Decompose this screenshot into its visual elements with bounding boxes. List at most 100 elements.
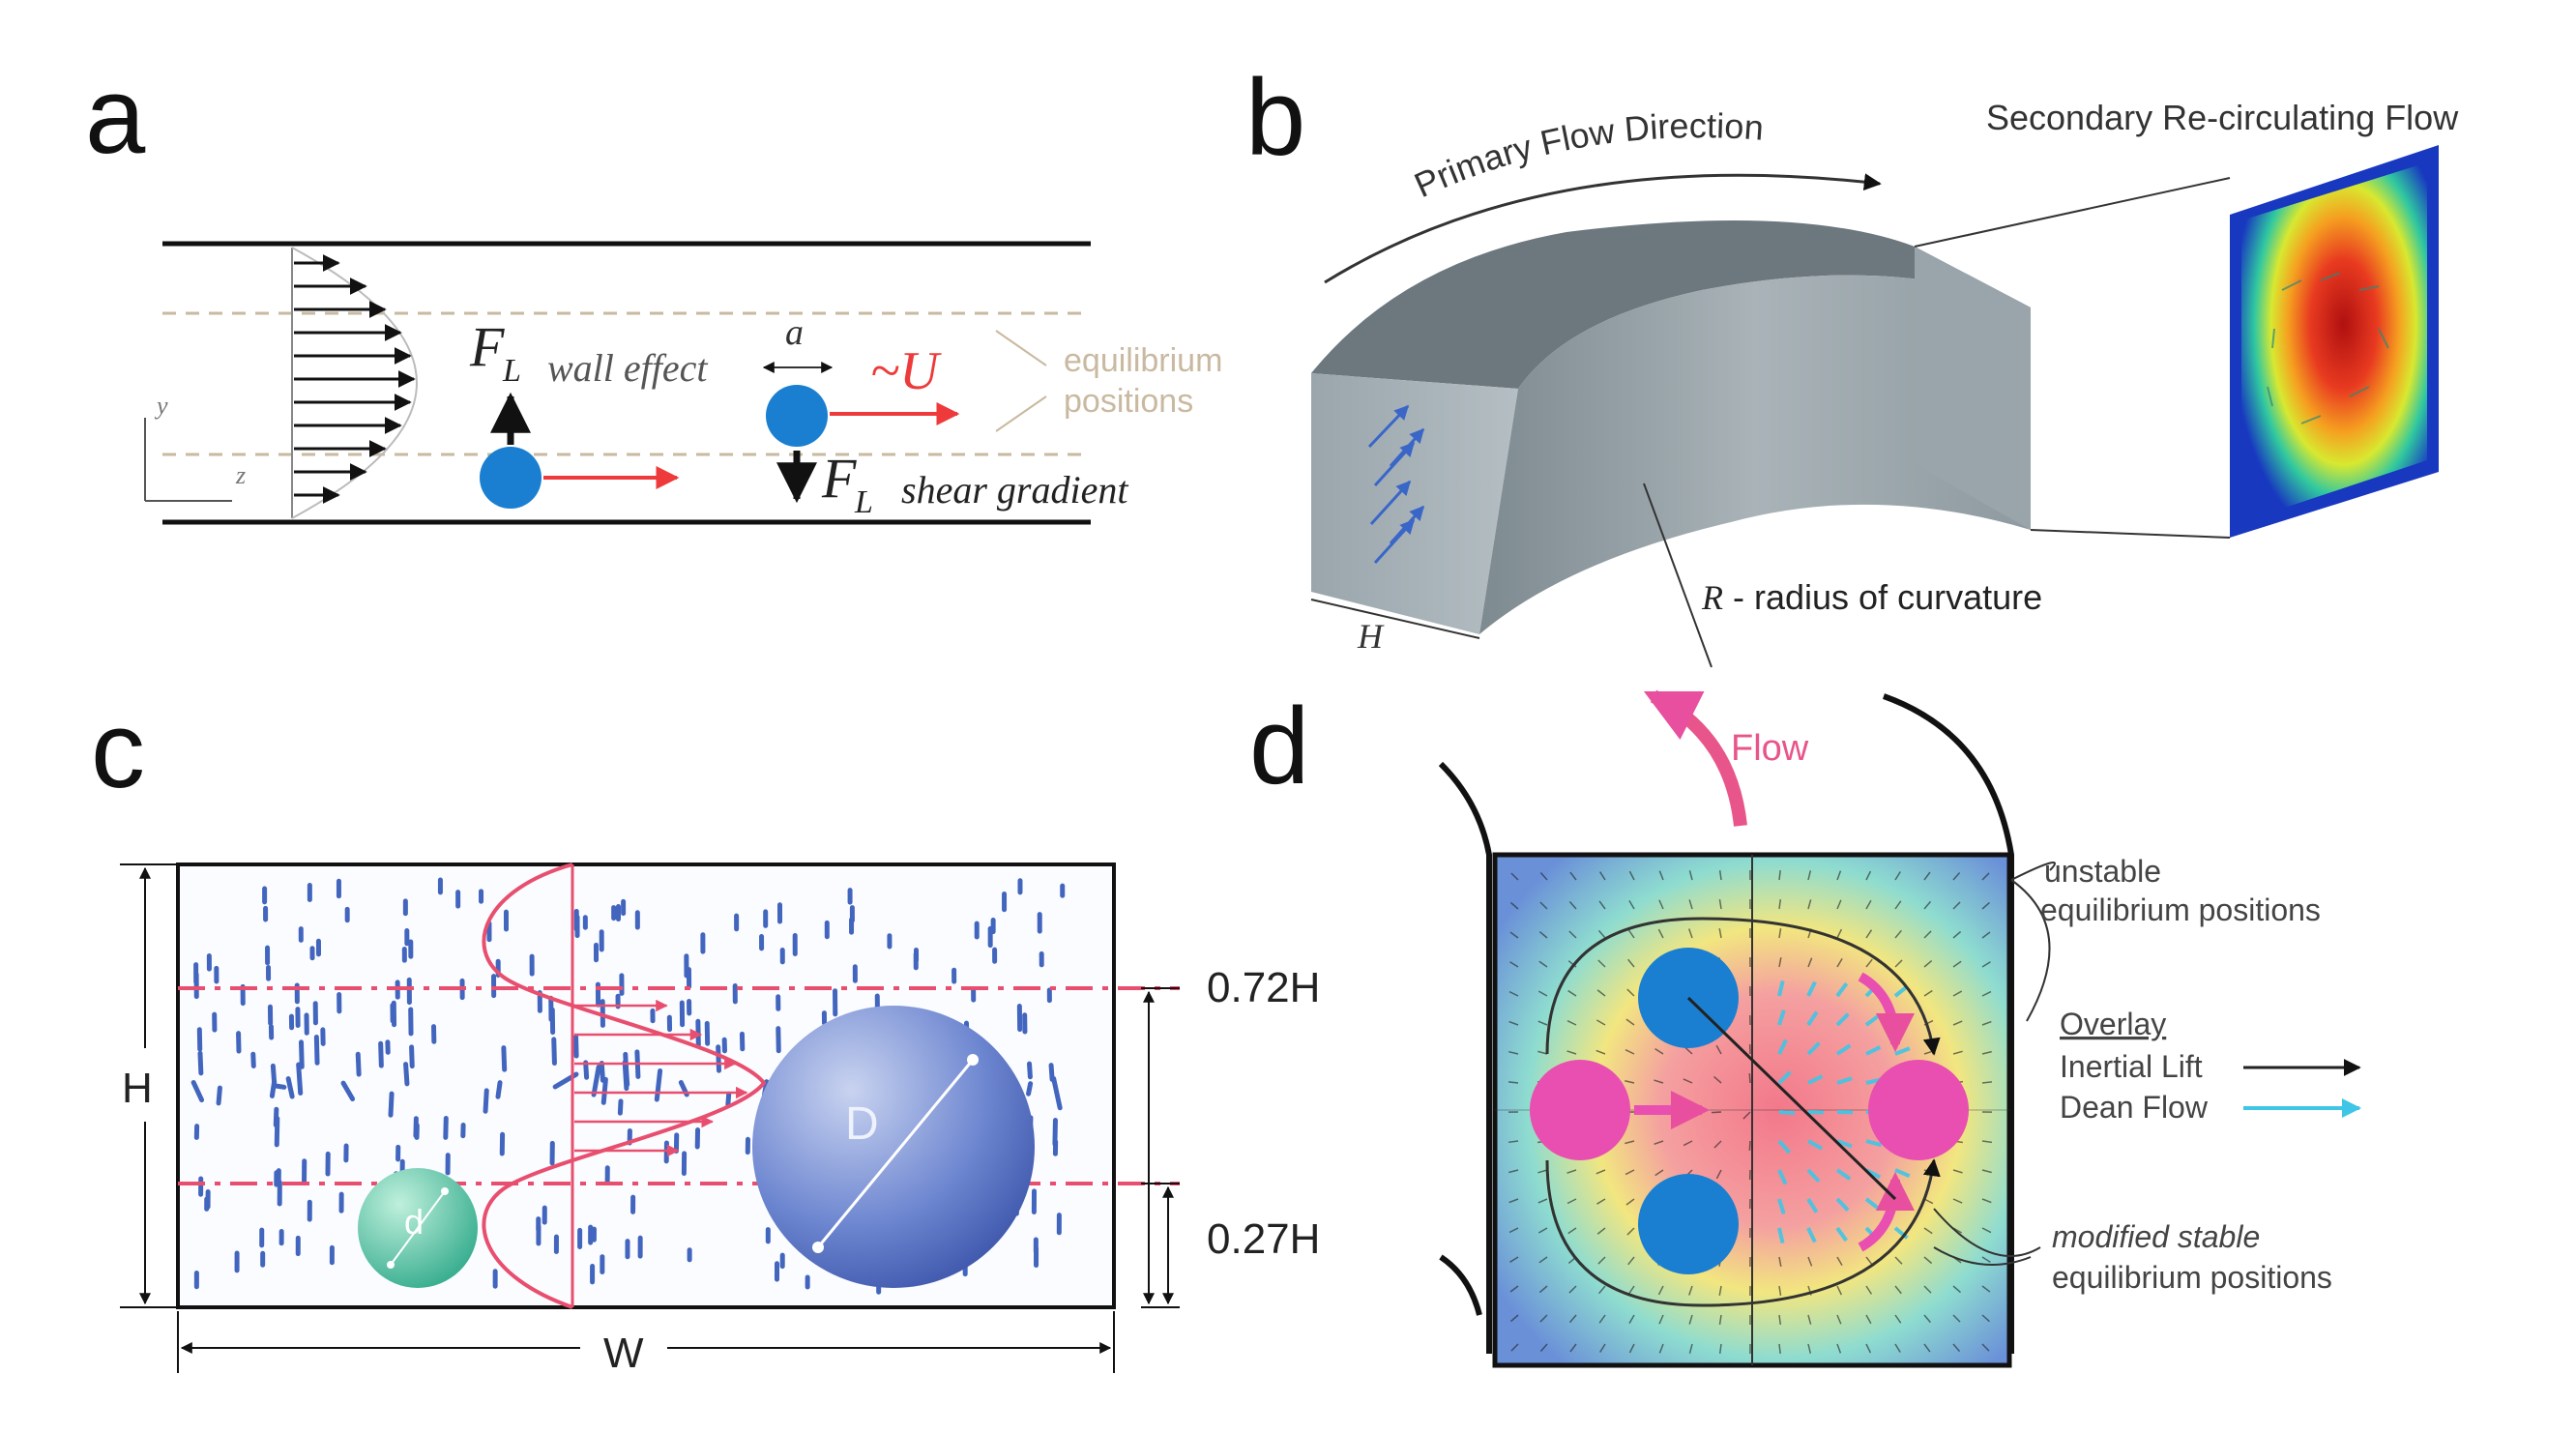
- dean-vector: [1981, 872, 1990, 881]
- overlay-title: Overlay: [2060, 1007, 2166, 1041]
- particle-1: [480, 447, 542, 509]
- dean-vector: [1952, 1020, 1963, 1026]
- dean-vector: [1923, 1198, 1934, 1205]
- equilibrium-label: equilibrium positions: [995, 330, 1222, 432]
- flow-vector: [403, 1062, 410, 1087]
- dean-vector: [1683, 1140, 1693, 1147]
- dean-vector: [1566, 1019, 1577, 1026]
- dean-vector: [1923, 900, 1932, 910]
- dean-vector: [1981, 1198, 1992, 1204]
- dean-vector: [1807, 1139, 1823, 1151]
- dean-vector: [1657, 928, 1664, 939]
- dean-vector: [1865, 929, 1873, 939]
- axis-z-label: z: [235, 461, 246, 489]
- dean-vector: [1778, 957, 1782, 968]
- height-indicator: [1310, 599, 1480, 639]
- dean-vector: [1981, 1050, 1992, 1055]
- callout-line-bottom: [2030, 529, 2231, 539]
- dean-vector: [1508, 1081, 1519, 1084]
- dean-vector: [1509, 931, 1519, 939]
- dean-vector: [1806, 1041, 1821, 1056]
- dean-vector: [1836, 958, 1843, 968]
- dean-vector: [1510, 1343, 1519, 1352]
- dean-vector: [1923, 1343, 1931, 1353]
- flow-vector: [388, 1091, 395, 1118]
- dean-vector: [1626, 988, 1635, 997]
- dean-vector: [1981, 1081, 1993, 1084]
- dean-vector: [1778, 928, 1782, 939]
- dean-vector: [1894, 1343, 1901, 1353]
- dean-vector: [1539, 901, 1548, 910]
- dean-vector: [1748, 1140, 1751, 1152]
- dean-vector: [1952, 871, 1961, 881]
- dean-vector: [1806, 1197, 1819, 1214]
- flow-vector: [573, 1034, 579, 1059]
- dean-vector: [1688, 899, 1693, 910]
- height-H-label: H: [122, 1065, 153, 1112]
- dean-vector: [1566, 1050, 1577, 1055]
- dean-vector: [1508, 1169, 1519, 1174]
- dean-vector: [1538, 1256, 1548, 1264]
- dean-vector: [1836, 870, 1842, 881]
- dean-vector: [1865, 1139, 1882, 1148]
- dean-vector: [1537, 990, 1548, 997]
- channel-inner-wall: [1479, 275, 2031, 634]
- dean-vector: [1894, 1314, 1902, 1324]
- width-W-label: W: [603, 1330, 644, 1377]
- dean-vector: [1627, 1256, 1635, 1266]
- lift-profile: [482, 863, 767, 1309]
- particle-size-label: a: [785, 312, 804, 353]
- dean-vector: [1508, 1020, 1519, 1026]
- dean-vector: [1981, 1314, 1990, 1323]
- dean-vector: [1537, 1198, 1548, 1204]
- dean-vector: [1715, 1169, 1722, 1180]
- dean-vector: [1865, 1314, 1872, 1325]
- equilibrium-line1: equilibrium: [1064, 342, 1222, 379]
- dean-vector: [1952, 1343, 1961, 1353]
- dean-vector: [1836, 1314, 1842, 1325]
- dean-vector: [1626, 1227, 1635, 1236]
- dean-vector: [1807, 1256, 1813, 1267]
- dean-vector: [1569, 871, 1577, 881]
- dean-vector: [1595, 1169, 1606, 1175]
- dean-vector: [1508, 1140, 1519, 1144]
- dean-vector: [1568, 930, 1577, 939]
- dean-vector: [1688, 1285, 1693, 1296]
- dean-vector: [1628, 870, 1635, 881]
- flow-vector: [551, 1037, 557, 1066]
- dean-vector: [1807, 870, 1812, 881]
- dean-vector: [1625, 1169, 1635, 1176]
- flow-vector: [725, 1091, 732, 1107]
- small-particle: d: [358, 1168, 478, 1288]
- ratio-lower-label: 0.27H: [1207, 1215, 1320, 1263]
- dean-vector: [1718, 1314, 1722, 1325]
- dean-flow-label: Dean Flow: [2060, 1090, 2209, 1125]
- particle-D-label: D: [845, 1098, 879, 1150]
- dean-vector: [1894, 871, 1901, 881]
- flow-vector: [1026, 1081, 1034, 1097]
- panel-b: b Primary Flow Direction: [1245, 57, 2459, 668]
- flow-vector: [1027, 1061, 1033, 1080]
- dean-vector: [1509, 1314, 1519, 1323]
- dean-vector: [1539, 1314, 1548, 1323]
- dean-vector: [1539, 1343, 1548, 1353]
- dean-vector: [1658, 899, 1664, 910]
- recirculation-upper: [1545, 917, 1941, 1056]
- dean-vector: [1865, 958, 1873, 968]
- particle-d-label: d: [404, 1202, 424, 1242]
- flow-vector: [1051, 1075, 1063, 1111]
- panel-c: c D d: [91, 689, 1320, 1377]
- dean-vector: [1981, 1285, 1991, 1293]
- panel-b-letter: b: [1245, 57, 1305, 178]
- dean-vector: [1684, 1046, 1693, 1055]
- dean-vector: [1923, 989, 1933, 997]
- dean-vector: [1508, 1050, 1519, 1055]
- dean-vector: [1835, 981, 1849, 998]
- dean-vector: [1688, 870, 1693, 881]
- panel-a: a: [85, 55, 1222, 525]
- recirculation-lower: [1545, 1158, 1941, 1307]
- dean-vector: [1807, 1314, 1812, 1325]
- dean-vector: [1718, 869, 1722, 881]
- dean-vector: [1688, 1343, 1693, 1354]
- dean-vector: [1894, 1256, 1903, 1265]
